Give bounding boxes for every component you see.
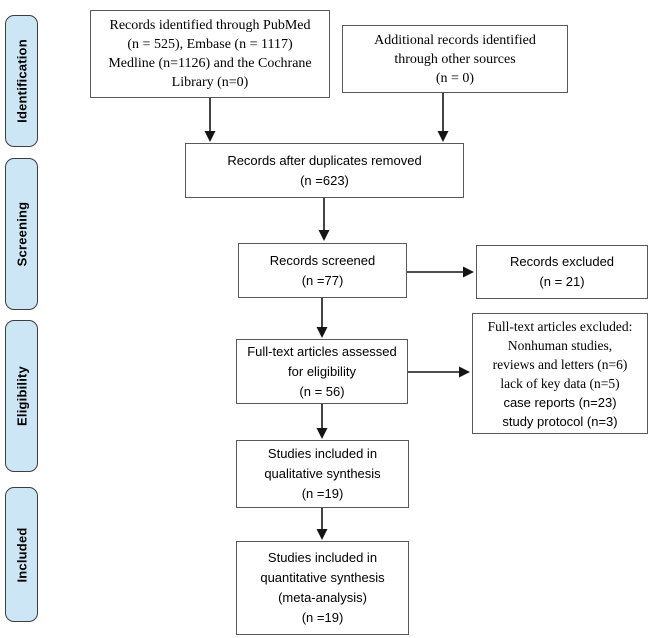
box-duplicates-removed: Records after duplicates removed (n =623)	[185, 143, 464, 198]
box-text-line: Studies included in	[267, 446, 378, 461]
stage-label-screening: Screening	[5, 158, 38, 310]
box-records-screened: Records screened (n =77)	[238, 243, 407, 298]
stage-label-text: Identification	[14, 39, 29, 123]
box-text-line: study protocol (n=3)	[502, 413, 618, 429]
box-fulltext-excluded: Full-text articles excluded: Nonhuman stu…	[472, 313, 648, 434]
box-text-line: reviews and letters (n=6)	[492, 356, 628, 372]
arrow-screened-to-excluded	[407, 266, 474, 278]
stage-label-text: Screening	[14, 201, 29, 267]
box-text-line: Records excluded	[509, 254, 615, 269]
box-records-excluded: Records excluded (n = 21)	[476, 245, 648, 299]
box-text-line: (n =19)	[301, 610, 344, 625]
box-quantitative-synthesis: Studies included in quantitative synthesi…	[236, 541, 409, 635]
box-fulltext-assessed: Full-text articles assessed for eligibili…	[236, 339, 408, 404]
box-text-line: (n = 525), Embase (n = 1117)	[127, 37, 293, 52]
box-text-line: for eligibility	[288, 363, 356, 379]
arrow-dedup-to-screened	[318, 198, 330, 241]
box-text-line: Full-text articles excluded:	[487, 318, 633, 334]
arrow-other-to-dedup	[437, 93, 449, 142]
box-text-line: through other sources	[394, 51, 516, 67]
box-text-line: Records after duplicates removed	[227, 152, 422, 168]
box-text-line: (n = 21)	[539, 274, 585, 289]
box-text-line: (meta-analysis)	[278, 590, 367, 605]
box-text-line: Library (n=0)	[171, 75, 249, 90]
box-text-line: Studies included in	[267, 550, 378, 565]
box-text-line: quantitative synthesis	[260, 570, 385, 585]
stage-label-text: Eligibility	[14, 366, 29, 426]
box-text-line: (n = 56)	[299, 383, 345, 399]
box-text-line: (n =623)	[300, 172, 349, 188]
arrow-sources-to-dedup	[204, 97, 216, 142]
box-text-line: Full-text articles assessed	[247, 343, 397, 359]
box-additional-records: Additional records identified through oth…	[342, 25, 568, 93]
arrow-assessed-to-ft-excluded	[408, 366, 470, 378]
stage-label-identification: Identification	[5, 15, 38, 147]
box-text-line: Records identified through PubMed	[109, 18, 311, 33]
box-text-line: qualitative synthesis	[264, 466, 381, 481]
box-text-line: Medline (n=1126) and the Cochrane	[108, 56, 312, 71]
arrow-screened-to-assessed	[316, 298, 328, 338]
box-text-line: Nonhuman studies,	[507, 337, 613, 353]
box-text-line: (n = 0)	[435, 70, 475, 86]
box-text-line: (n =77)	[301, 272, 344, 288]
stage-label-included: Included	[5, 487, 38, 622]
box-qualitative-synthesis: Studies included in qualitative synthesis…	[236, 440, 409, 508]
stage-label-eligibility: Eligibility	[5, 320, 38, 472]
box-text-line: Records screened	[269, 252, 376, 268]
box-text-line: case reports (n=23)	[503, 394, 617, 410]
stage-label-text: Included	[14, 526, 29, 583]
box-text-line: Additional records identified	[374, 32, 536, 48]
arrow-assessed-to-qualitative	[316, 404, 328, 439]
box-text-line: lack of key data (n=5)	[500, 375, 620, 391]
box-records-identified: Records identified through PubMed (n = 52…	[90, 10, 330, 98]
arrow-qualitative-to-quantitative	[316, 508, 328, 540]
box-text-line: (n =19)	[301, 486, 344, 501]
